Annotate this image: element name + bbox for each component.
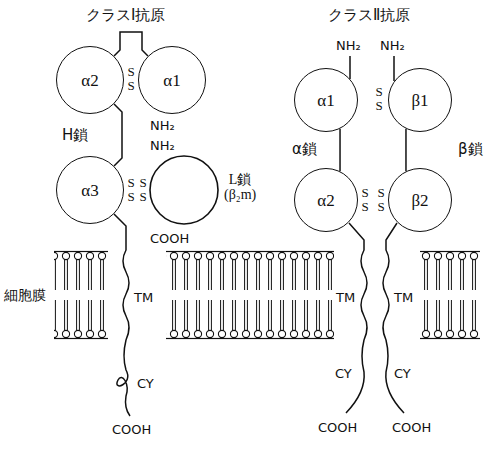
terminus-label: COOH xyxy=(112,423,151,438)
disulfide-label: S S xyxy=(127,176,134,205)
terminus-label-box: NH₂ xyxy=(336,36,361,54)
domain-name: α1 xyxy=(317,92,334,109)
terminus-label: COOH xyxy=(318,421,357,436)
region-label: CY xyxy=(335,367,352,382)
region-label: CY xyxy=(394,367,411,382)
chain-label-box: L鎖 (β₂m) xyxy=(224,172,256,203)
chain-label-box: H鎖 xyxy=(62,126,88,144)
terminus-label: COOH xyxy=(392,421,431,436)
domain-name: β1 xyxy=(411,92,428,109)
disulfide-label-box: S S xyxy=(361,186,368,215)
polypeptide-chain xyxy=(405,129,407,171)
domain-circle: α2 xyxy=(294,168,358,232)
terminus-label: NH₂ xyxy=(380,39,405,54)
disulfide-label-box: S S xyxy=(127,176,134,205)
domain-circle: α1 xyxy=(138,46,206,114)
disulfide-label-box: S S xyxy=(377,186,384,215)
domain-name: α2 xyxy=(81,72,98,89)
domain-circle: α3 xyxy=(56,156,124,224)
terminus-label-box: COOH xyxy=(392,418,431,436)
terminus-label: NH₂ xyxy=(150,119,175,134)
region-label: CY xyxy=(137,377,154,392)
chain-label: β鎖 xyxy=(458,141,483,158)
heavy-chain-tail xyxy=(114,214,130,416)
terminus-label: NH₂ xyxy=(336,39,361,54)
class-heading: クラスⅠ抗原 xyxy=(86,7,165,24)
terminus-label: NH₂ xyxy=(150,139,175,154)
disulfide-label-box: S S xyxy=(127,65,134,94)
disulfide-label: S S xyxy=(139,176,146,205)
terminus-label: COOH xyxy=(150,232,189,247)
beta-chain-tail xyxy=(383,223,404,413)
chain-label-box: α鎖 xyxy=(292,140,317,158)
membrane-label: 細胞膜 xyxy=(4,287,46,303)
region-label-box: TM xyxy=(336,288,355,306)
lipid-bilayer xyxy=(166,250,334,340)
lipid-bilayer xyxy=(54,250,108,340)
region-label: TM xyxy=(394,291,413,306)
beta-chain-start xyxy=(393,56,395,81)
class-heading: クラスⅡ抗原 xyxy=(328,7,410,24)
domain-circle: α2 xyxy=(56,46,124,114)
polypeptide-chain xyxy=(114,104,122,166)
disulfide-label-box: S S xyxy=(375,85,382,114)
region-label: TM xyxy=(134,291,153,306)
domain-circle: β1 xyxy=(388,68,452,132)
terminus-label-box: NH₂ xyxy=(380,36,405,54)
domain-name: β2 xyxy=(411,192,428,209)
disulfide-label-box: S S xyxy=(139,176,146,205)
disulfide-label: S S xyxy=(375,85,382,114)
chain-label: α鎖 xyxy=(292,141,317,158)
polypeptide-chain xyxy=(114,32,148,56)
membrane-label-box: 細胞膜 xyxy=(4,286,46,304)
lipid-bilayer xyxy=(420,250,480,340)
chain-label: H鎖 xyxy=(62,127,88,144)
domain-name: α3 xyxy=(81,182,98,199)
region-label-box: TM xyxy=(394,288,413,306)
domain-name: α1 xyxy=(163,72,180,89)
polypeptide-chain xyxy=(339,129,341,171)
class-heading-box: クラスⅠ抗原 xyxy=(86,6,165,24)
terminus-label-box: NH₂ xyxy=(150,136,175,154)
class-heading-box: クラスⅡ抗原 xyxy=(328,6,410,24)
chain-label: L鎖 (β₂m) xyxy=(224,172,256,203)
domain-circle: β2 xyxy=(388,168,452,232)
light-chain-domain xyxy=(150,156,218,224)
alpha-chain-start xyxy=(349,56,351,79)
terminus-label-box: COOH xyxy=(112,420,151,438)
chain-label-box: β鎖 xyxy=(458,140,483,158)
region-label-box: CY xyxy=(137,374,154,392)
domain-circle: α1 xyxy=(294,68,358,132)
disulfide-label: S S xyxy=(377,186,384,215)
disulfide-label: S S xyxy=(361,186,368,215)
terminus-label-box: COOH xyxy=(150,229,189,247)
disulfide-label: S S xyxy=(127,65,134,94)
terminus-label-box: COOH xyxy=(318,418,357,436)
region-label-box: CY xyxy=(335,364,352,382)
alpha-chain-tail xyxy=(346,223,367,413)
region-label-box: CY xyxy=(394,364,411,382)
region-label: TM xyxy=(336,291,355,306)
region-label-box: TM xyxy=(134,288,153,306)
terminus-label-box: NH₂ xyxy=(150,116,175,134)
domain-name: α2 xyxy=(317,192,334,209)
